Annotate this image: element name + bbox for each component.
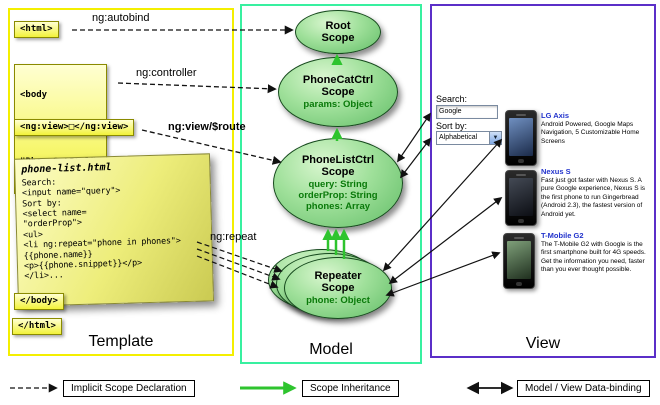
ng-controller-label: ng:controller [136, 67, 197, 79]
ng-view-route-label: ng:view/$route [168, 121, 246, 133]
phone-link[interactable]: T-Mobile G2 [541, 231, 584, 240]
model-column-label: Model [309, 341, 353, 358]
phonelist-scope-ellipse: PhoneListCtrl Scope query: String orderP… [273, 138, 403, 228]
repeater-scope-title: Repeater Scope [314, 270, 362, 295]
phone-speaker [516, 174, 526, 176]
legend-scope-inheritance: Scope Inheritance [302, 380, 399, 397]
phone-snippet: The T-Mobile G2 with Google is the first… [541, 241, 646, 274]
sort-by-label: Sort by: [436, 121, 468, 131]
root-scope-ellipse: Root Scope [295, 10, 381, 54]
body-open-line: <body [20, 89, 48, 100]
phone-image-tmobile-g2 [503, 233, 535, 289]
scope-prop: orderProp: String [298, 189, 378, 201]
phone-list-template-note: phone-list.html Search: <input name="que… [13, 153, 215, 307]
body-close-tag: </body> [14, 293, 64, 311]
search-input[interactable]: Google [436, 105, 498, 119]
phone-speaker [514, 237, 524, 239]
scope-prop: phones: Array [305, 200, 371, 212]
html-close-tag: </html> [12, 318, 62, 336]
root-scope-title: Root Scope [321, 19, 355, 44]
ng-view-tag: <ng:view>□</ng:view> [14, 119, 135, 137]
phone-link[interactable]: LG Axis [541, 111, 570, 120]
template-column: Template [8, 8, 234, 356]
phonelist-scope-title: PhoneListCtrl Scope [301, 153, 375, 179]
phone-list-title: phone-list.html [21, 162, 112, 176]
phone-snippet: Android Powered, Google Maps Navigation,… [541, 121, 640, 145]
search-input-value: Google [439, 108, 462, 115]
phone-button [516, 282, 522, 286]
phone-button [518, 219, 524, 223]
sort-select[interactable]: Alphabetical ▼ [436, 131, 502, 145]
phone-button [518, 159, 524, 163]
phone-image-lg-axis [505, 110, 537, 166]
legend-implicit-scope: Implicit Scope Declaration [63, 380, 195, 397]
scope-prop: phone: Object [306, 294, 370, 306]
ng-autobind-label: ng:autobind [92, 12, 150, 24]
scope-prop: params: Object [303, 98, 373, 110]
phonecat-scope-title: PhoneCatCtrl Scope [302, 74, 374, 99]
html-open-tag: <html> [14, 21, 59, 39]
phone-screen [507, 241, 531, 279]
phone-screen [509, 118, 533, 156]
repeater-scope-ellipse: Repeater Scope phone: Object [284, 257, 392, 319]
dropdown-arrow-icon: ▼ [489, 132, 501, 144]
phone-snippet: Fast just got faster with Nexus S. A pur… [541, 177, 646, 218]
phone-link[interactable]: Nexus S [541, 167, 571, 176]
phonecat-scope-ellipse: PhoneCatCtrl Scope params: Object [278, 57, 398, 127]
search-label: Search: [436, 94, 468, 104]
template-column-label: Template [88, 333, 154, 350]
phone-image-nexus-s [505, 170, 537, 226]
view-column-label: View [525, 335, 561, 352]
ng-repeat-label: ng:repeat [210, 231, 257, 243]
phone-speaker [516, 114, 526, 116]
legend-data-binding: Model / View Data-binding [517, 380, 650, 397]
sort-select-value: Alphabetical [439, 134, 478, 141]
phone-screen [509, 178, 533, 216]
scope-prop: query: String [308, 178, 368, 190]
